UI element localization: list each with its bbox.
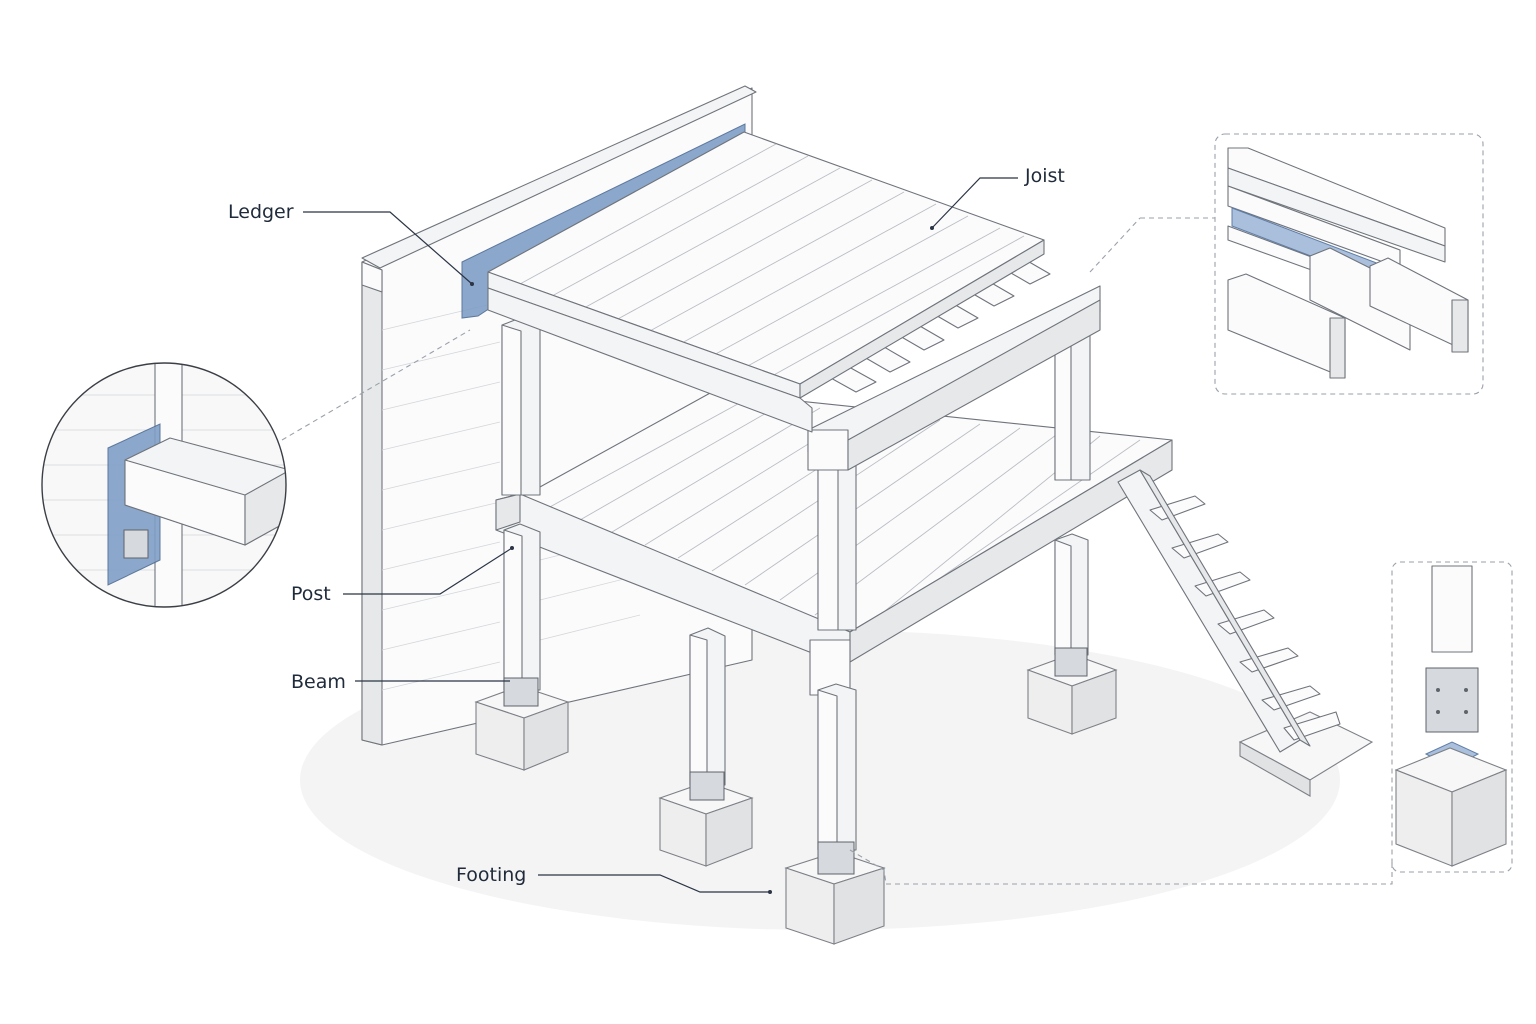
post-leader — [343, 547, 513, 595]
footing-mid — [658, 771, 754, 867]
lower-posts — [503, 523, 1089, 851]
beam-label: Beam — [291, 671, 346, 693]
stairs — [1117, 469, 1374, 797]
post-label: Post — [291, 583, 331, 605]
footing-back-left — [474, 677, 570, 771]
ledger-leader — [303, 211, 473, 285]
leader-lines — [303, 177, 1018, 894]
ledger-detail-circle — [41, 362, 287, 608]
upper-posts — [501, 317, 1091, 631]
detail-connectors — [281, 217, 1393, 885]
footing-detail-box — [1391, 561, 1513, 873]
footings — [474, 647, 1118, 945]
footing-front — [784, 841, 886, 945]
ledger-label: Ledger — [228, 201, 294, 223]
footing-leader — [538, 874, 770, 893]
footing-label: Footing — [456, 864, 526, 886]
joist-detail-box — [1214, 133, 1484, 395]
upper-deck — [487, 131, 1101, 471]
footing-right — [1026, 647, 1118, 735]
joist-leader — [931, 177, 1018, 229]
joist-label: Joist — [1024, 165, 1065, 187]
